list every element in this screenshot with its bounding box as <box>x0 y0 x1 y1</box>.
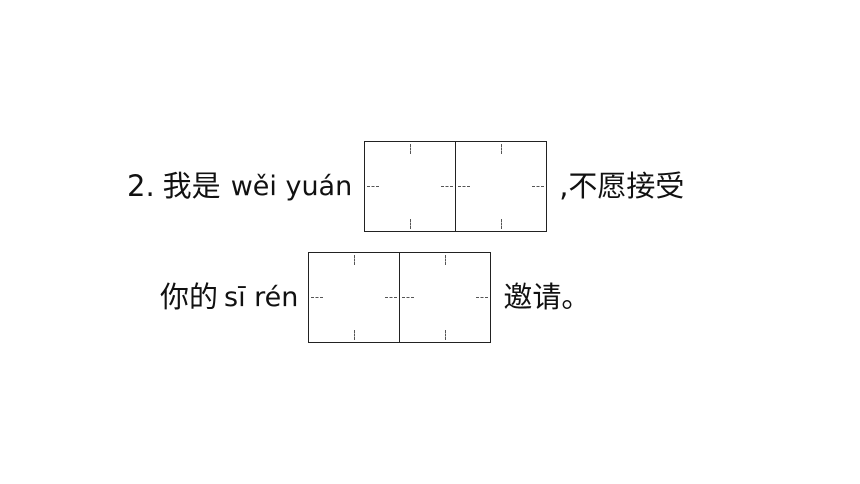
question-line-2: 你的 sī rén 邀请。 <box>160 251 590 343</box>
line2-prefix: 你的 <box>160 279 219 314</box>
answer-cell[interactable] <box>365 142 455 231</box>
answer-cell[interactable] <box>455 141 546 231</box>
line1-pinyin: wěi yuán <box>230 170 353 202</box>
question-line-1: 2. 我是 wěi yuán ,不愿接受 <box>127 140 684 232</box>
answer-cell[interactable] <box>309 253 399 342</box>
line2-pinyin: sī rén <box>224 281 299 313</box>
line1-suffix: ,不愿接受 <box>559 168 685 203</box>
answer-grid-2[interactable] <box>308 251 492 343</box>
answer-grid-1[interactable] <box>364 140 548 232</box>
question-number: 2. <box>127 168 155 203</box>
line2-suffix: 邀请。 <box>503 279 591 314</box>
answer-cell[interactable] <box>399 252 490 342</box>
line1-prefix: 我是 <box>162 168 221 203</box>
